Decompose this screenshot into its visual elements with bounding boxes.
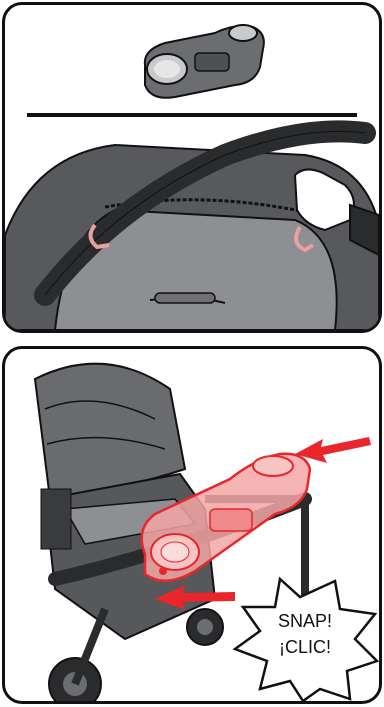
step-2-panel: SNAP! ¡CLIC! bbox=[2, 346, 382, 704]
snack-tray-icon bbox=[145, 25, 264, 98]
snap-callout-burst: SNAP! ¡CLIC! bbox=[235, 579, 377, 701]
step-2-illustration: SNAP! ¡CLIC! bbox=[5, 349, 379, 701]
arrow-top-right-icon bbox=[295, 437, 371, 463]
step-1-panel bbox=[2, 2, 382, 333]
step-1-illustration bbox=[5, 5, 379, 330]
callout-line-2: ¡CLIC! bbox=[279, 637, 331, 657]
callout-line-1: SNAP! bbox=[278, 611, 332, 631]
stroller-canopy bbox=[5, 131, 379, 330]
